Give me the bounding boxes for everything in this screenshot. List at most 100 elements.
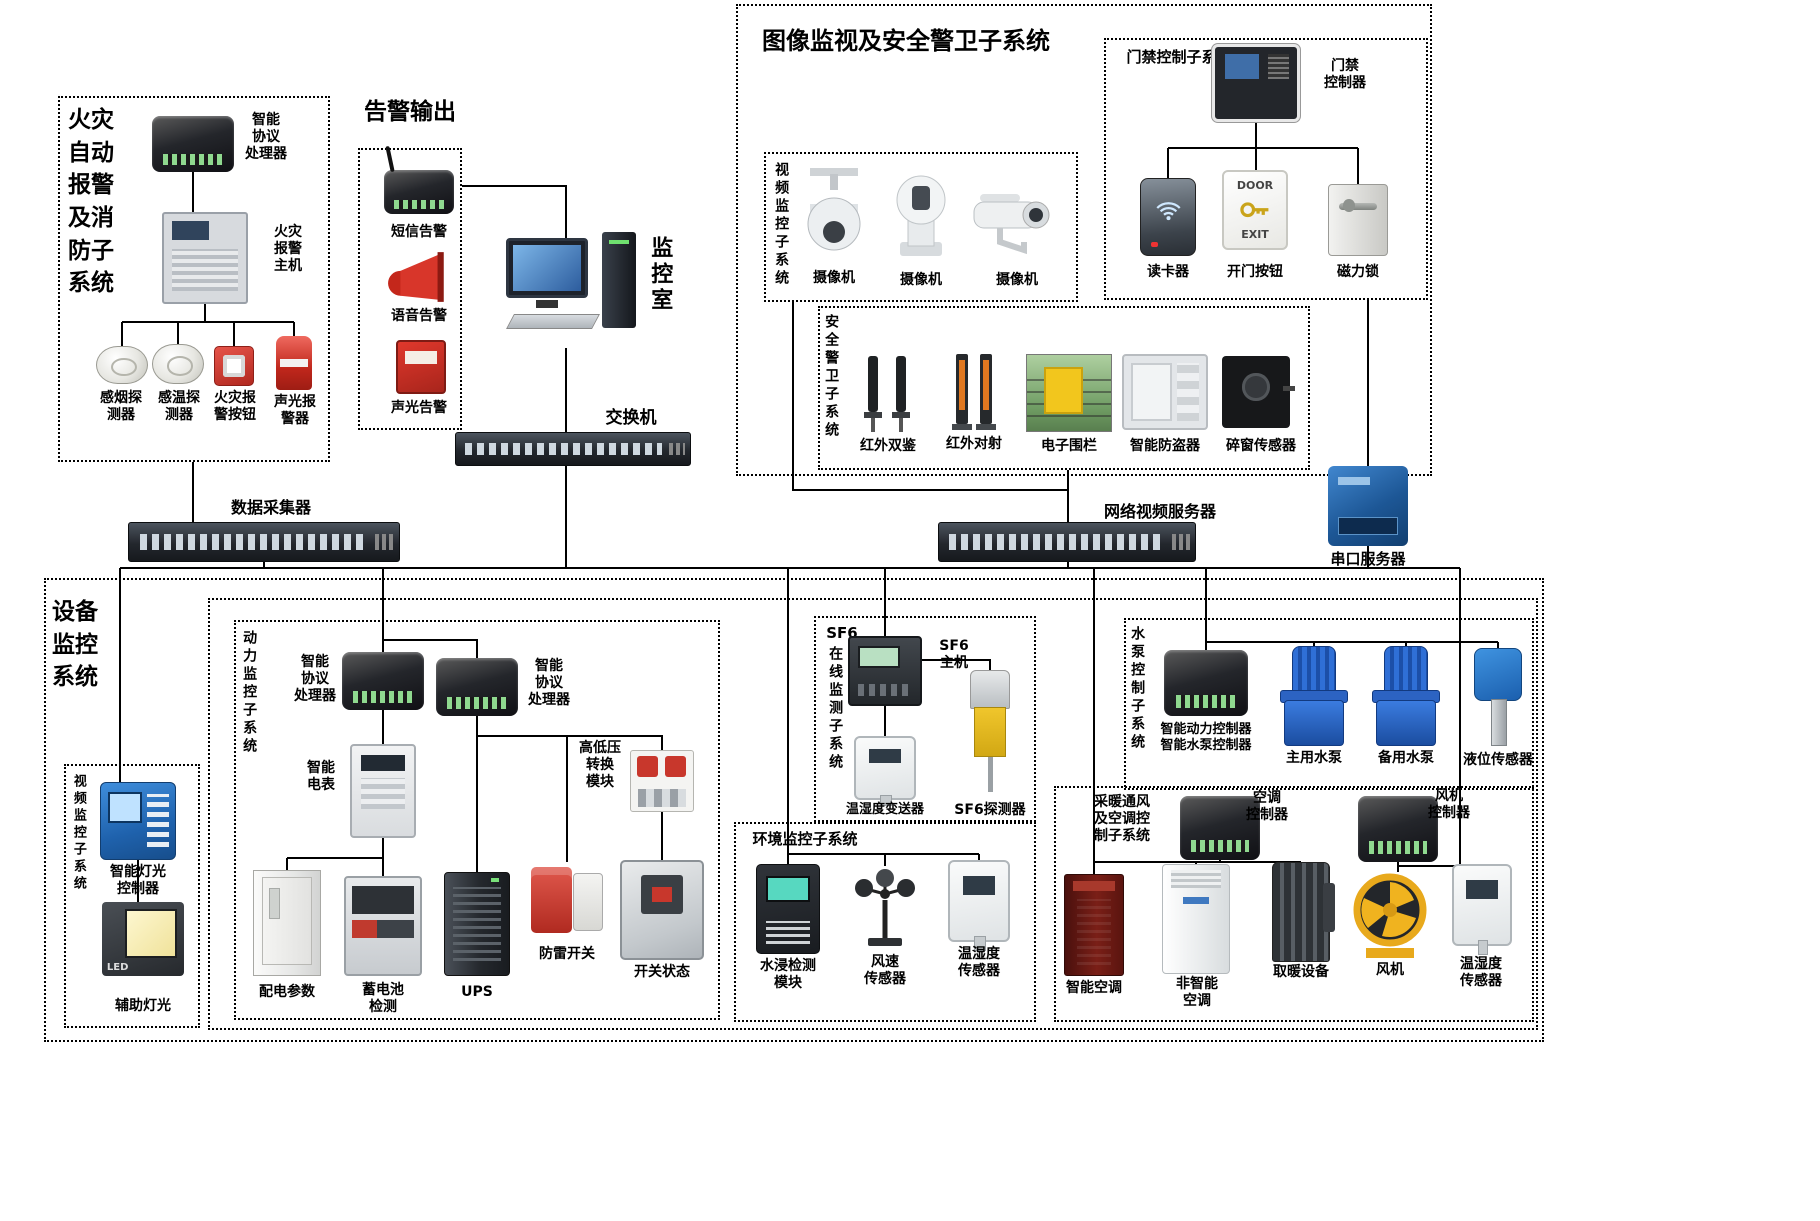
card-reader-image: [1140, 178, 1196, 256]
access-box-title: 门禁控制子系统: [1126, 48, 1232, 66]
pump-flange-icon: [1280, 690, 1348, 703]
sf6-host-image: [848, 636, 922, 706]
heater-image: [1272, 862, 1335, 962]
magnetic-lock-image: [1328, 184, 1388, 256]
hvac-th-sensor-label: 温湿度 传感器: [1460, 956, 1502, 990]
sf6-detector-stem-icon: [987, 752, 994, 792]
video-surveillance-box: [764, 152, 1078, 302]
main-pump-label: 主用水泵: [1286, 750, 1342, 766]
surge-protector-image: [528, 862, 606, 938]
burglar-alarm-image: [1122, 354, 1208, 430]
equipment-title: 设备 监控 系统: [52, 599, 98, 691]
exit-text: EXIT: [1241, 228, 1269, 242]
strobe-label: 声光报 警器: [274, 394, 316, 428]
power-protocol1-image: [342, 652, 424, 710]
pump-box-title: 水泵控制子系统: [1129, 626, 1146, 752]
distribution-label: 配电参数: [259, 984, 315, 1000]
fan-label: 风机: [1376, 962, 1404, 978]
main-pump-image: [1280, 646, 1348, 746]
th-transmitter-label: 温湿度变送器: [845, 802, 924, 817]
smart-ac-label: 智能空调: [1066, 980, 1122, 996]
env-th-sensor-label: 温湿度 传感器: [958, 946, 1000, 980]
sms-alarm-label: 短信告警: [391, 224, 447, 240]
pump-flange-icon: [1372, 690, 1440, 703]
ir-dual-detector-image: [864, 356, 910, 432]
backup-pump-label: 备用水泵: [1378, 750, 1434, 766]
nvr-image: [938, 522, 1196, 562]
fire-subsystem-title: 火灾 自动 报警 及消 防子 系统: [68, 107, 114, 297]
voice-alarm-horn-image: [388, 252, 444, 302]
ir-beam-label: 红外对射: [946, 436, 1002, 452]
fan-image: [1353, 873, 1427, 958]
light-controller-label: 智能灯光 控制器: [110, 864, 166, 898]
breaker-image: [620, 860, 704, 960]
ir-beam-image: [952, 354, 996, 430]
fire-protocol-processor-image: [152, 116, 234, 172]
sf6-detector-label: SF6探测器: [954, 802, 1026, 818]
fire-strobe-image: [276, 336, 312, 390]
ups-image: [444, 872, 510, 976]
ac-controller-label: 空调 控制器: [1246, 790, 1288, 824]
lighting-box-title: 视频监控子系统: [70, 774, 86, 893]
fence-label: 电子围栏: [1041, 438, 1097, 454]
sf6-detector-image: [962, 670, 1018, 792]
fan-controller-image: [1358, 796, 1438, 862]
hv-converter-image: [630, 750, 694, 812]
call-point-label: 火灾报 警按钮: [214, 390, 256, 424]
fire-alarm-host-image: [162, 212, 248, 304]
exit-button-image: DOOR EXIT: [1222, 170, 1288, 250]
sf6-title-rest: 在线监测子系统: [827, 646, 844, 772]
distribution-cabinet-image: [253, 870, 321, 976]
pump-subsystem-box: [1124, 618, 1534, 790]
pump-controller-image: [1164, 650, 1248, 716]
ac-controller-image: [1180, 796, 1260, 860]
equipment-inner-box: [208, 598, 1538, 1030]
camera3-label: 摄像机: [996, 272, 1038, 288]
sound-light-alarm-image: [396, 340, 446, 394]
door-text: DOOR: [1236, 178, 1274, 192]
water-leak-module-image: [756, 864, 820, 954]
breaker-label: 开关状态: [634, 964, 690, 980]
led-text: LED: [106, 962, 129, 974]
led-floodlight-image: LED: [102, 902, 184, 976]
pump-controller-label: 智能动力控制器 智能水泵控制器: [1160, 722, 1252, 753]
lighting-subsystem-box: [64, 764, 200, 1028]
light-controller-image: [100, 782, 176, 860]
glass-break-sensor-image: [1222, 356, 1296, 428]
monitor-room-computer-image: [506, 226, 640, 348]
pc-tower-icon: [602, 232, 636, 328]
env-box-title: 环境监控子系统: [752, 830, 858, 848]
ptz-camera-image: [896, 175, 946, 256]
sf6-subsystem-box: [814, 616, 1036, 822]
env-th-sensor-image: [948, 860, 1010, 951]
alarm-output-box: [358, 148, 462, 430]
surveillance-title: 图像监视及安全警卫子系统: [762, 27, 1050, 55]
key-icon: [1239, 202, 1268, 218]
fan-controller-label: 风机 控制器: [1428, 788, 1470, 822]
th-transmitter-image: [854, 736, 916, 807]
fire-protocol-label: 智能 协议 处理器: [245, 112, 287, 163]
heat-detector-label: 感温探 测器: [158, 390, 200, 424]
heater-label: 取暖设备: [1273, 964, 1329, 980]
hvac-box-title: 采暖通风 及空调控 制子系统: [1094, 794, 1150, 845]
fire-call-point-image: [214, 346, 254, 386]
wind-sensor-label: 风速 传感器: [864, 954, 906, 988]
power-protocol2-label: 智能 协议 处理器: [528, 658, 570, 709]
fire-host-label: 火灾 报警 主机: [274, 224, 302, 275]
dome-camera-image: [807, 168, 861, 251]
plain-ac-label: 非智能 空调: [1176, 976, 1218, 1010]
ethernet-switch-image: [455, 432, 691, 466]
security-guard-box: [818, 306, 1310, 470]
camera1-label: 摄像机: [813, 270, 855, 286]
electric-fence-image: [1026, 354, 1112, 432]
wifi-icon: [1155, 201, 1181, 220]
camera2-label: 摄像机: [900, 272, 942, 288]
ir-dual-label: 红外双鉴: [860, 438, 916, 454]
plain-ac-image: [1162, 864, 1230, 974]
access-control-box: [1104, 38, 1428, 300]
heat-detector-image: [152, 344, 204, 384]
sf6-host-label: SF6 主机: [939, 638, 969, 672]
surge-label: 防雷开关: [539, 946, 595, 962]
level-sensor-label: 液位传感器: [1463, 752, 1533, 768]
sms-alarm-image: [384, 145, 454, 214]
